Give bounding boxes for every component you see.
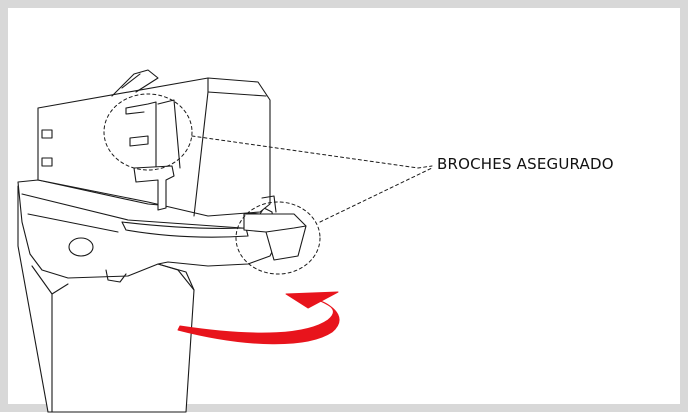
latch-slot	[121, 221, 249, 238]
clip-upper	[125, 99, 181, 211]
highlight-circle-latch	[235, 201, 321, 275]
rotation-arrow	[177, 291, 340, 345]
callout-label: BROCHES ASEGURADO	[437, 155, 614, 173]
device-illustration	[17, 69, 433, 413]
callout-leaders	[191, 135, 433, 223]
base-foot	[105, 269, 127, 283]
side-slot-2	[41, 157, 53, 167]
leader-line-lower	[319, 167, 433, 223]
highlight-circles	[103, 93, 321, 275]
leader-line-upper	[191, 135, 433, 169]
highlight-circle-clip	[103, 93, 193, 171]
device-base-housing	[17, 179, 277, 283]
device-upper-box	[37, 69, 271, 217]
side-slot-1	[41, 129, 53, 139]
base-oval-hole	[68, 237, 94, 257]
latch-right	[243, 195, 307, 261]
top-tab	[111, 69, 159, 97]
